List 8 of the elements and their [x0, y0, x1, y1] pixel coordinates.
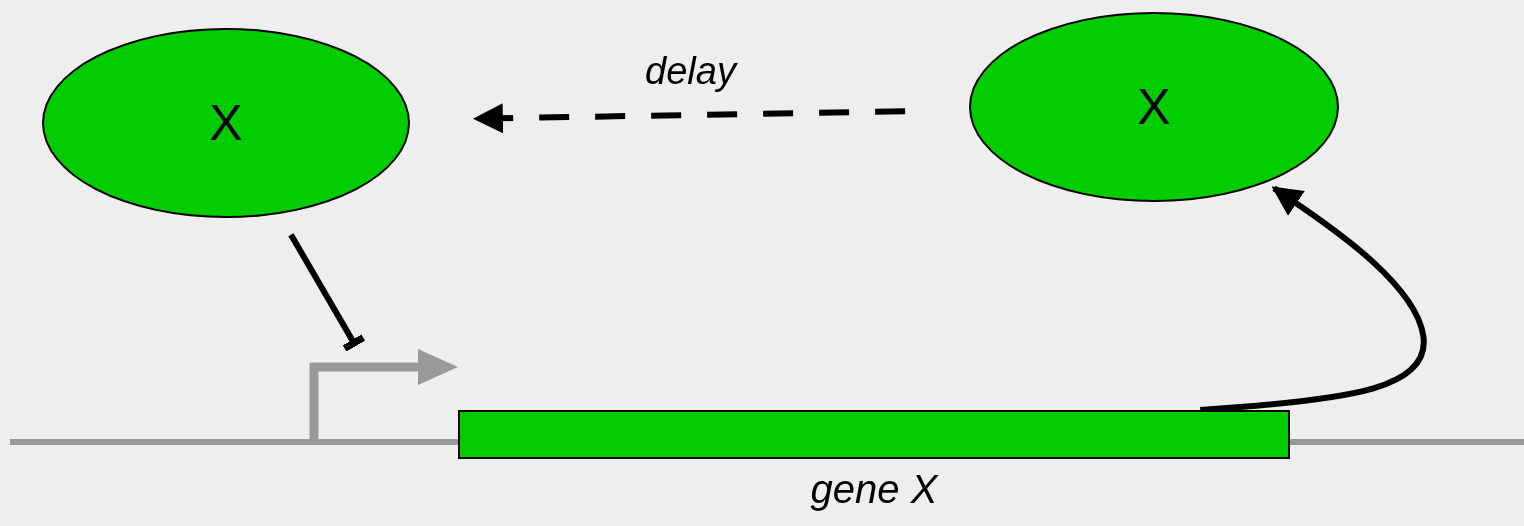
- arrow: [1200, 185, 1427, 413]
- edge-label: delay: [644, 50, 739, 93]
- gene-label: gene X: [809, 467, 940, 512]
- protein-label: X: [209, 94, 243, 152]
- protein-label: X: [1137, 78, 1171, 136]
- gene-bar: [458, 410, 1290, 459]
- inhibition-line: [288, 233, 366, 352]
- dashed-arrow: [472, 103, 906, 134]
